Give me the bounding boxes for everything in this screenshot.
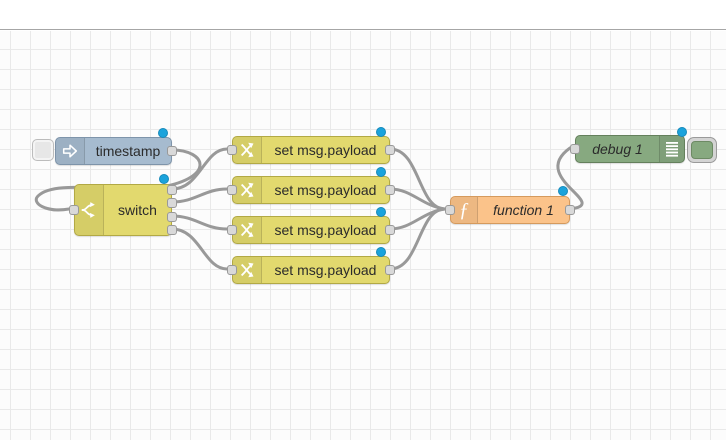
wire-function-debug[interactable] bbox=[556, 146, 584, 211]
port-function-in[interactable] bbox=[445, 205, 455, 215]
node-label: function 1 bbox=[493, 202, 554, 218]
flow-canvas[interactable]: timestamp switch bbox=[0, 31, 726, 440]
node-set-msg-payload-4[interactable]: set msg.payload bbox=[232, 256, 390, 284]
node-label: set msg.payload bbox=[274, 182, 377, 198]
port-switch-out-4[interactable] bbox=[167, 225, 177, 235]
changed-badge-change3 bbox=[376, 207, 386, 217]
changed-badge-function bbox=[558, 186, 568, 196]
arrow-right-icon bbox=[56, 138, 85, 164]
wire-switch4-change4[interactable] bbox=[170, 227, 229, 271]
node-set-msg-payload-2[interactable]: set msg.payload bbox=[232, 176, 390, 204]
node-label: set msg.payload bbox=[274, 222, 377, 238]
node-label: timestamp bbox=[95, 143, 161, 159]
port-debug-in[interactable] bbox=[570, 144, 580, 154]
debug-toggle-state bbox=[691, 141, 713, 159]
port-change1-out[interactable] bbox=[385, 145, 395, 155]
swap-arrows-icon bbox=[233, 217, 262, 243]
port-change1-in[interactable] bbox=[227, 145, 237, 155]
port-change2-out[interactable] bbox=[385, 185, 395, 195]
wire-switch1-change1[interactable] bbox=[170, 147, 229, 191]
port-change2-in[interactable] bbox=[227, 185, 237, 195]
swap-arrows-icon bbox=[233, 177, 262, 203]
changed-badge-change2 bbox=[376, 167, 386, 177]
inject-trigger-button[interactable] bbox=[32, 139, 54, 161]
workspace-header bbox=[0, 0, 726, 30]
node-function-1[interactable]: ƒ function 1 bbox=[450, 196, 570, 224]
changed-badge-switch bbox=[159, 174, 169, 184]
node-set-msg-payload-3[interactable]: set msg.payload bbox=[232, 216, 390, 244]
wire-switch3-change3[interactable] bbox=[170, 214, 229, 231]
node-label: set msg.payload bbox=[274, 142, 377, 158]
node-label: debug 1 bbox=[592, 141, 643, 157]
port-timestamp-out[interactable] bbox=[167, 146, 177, 156]
changed-badge-debug bbox=[677, 127, 687, 137]
node-set-msg-payload-1[interactable]: set msg.payload bbox=[232, 136, 390, 164]
wire-change4-function[interactable] bbox=[388, 207, 447, 271]
wire-change1-function[interactable] bbox=[388, 147, 447, 211]
wire-change2-function[interactable] bbox=[388, 187, 447, 211]
node-label: switch bbox=[118, 202, 157, 218]
changed-badge-change4 bbox=[376, 247, 386, 257]
changed-badge-timestamp bbox=[158, 128, 168, 138]
node-debug-1[interactable]: debug 1 bbox=[575, 135, 685, 163]
swap-arrows-icon bbox=[233, 257, 262, 283]
wire-switch2-change2[interactable] bbox=[170, 187, 229, 204]
port-switch-in[interactable] bbox=[69, 205, 79, 215]
port-change4-in[interactable] bbox=[227, 265, 237, 275]
node-timestamp[interactable]: timestamp bbox=[55, 137, 172, 165]
port-change3-in[interactable] bbox=[227, 225, 237, 235]
debug-toggle-button[interactable] bbox=[687, 137, 717, 163]
port-switch-out-1[interactable] bbox=[167, 185, 177, 195]
fork-icon bbox=[75, 185, 104, 235]
port-switch-out-3[interactable] bbox=[167, 212, 177, 222]
port-switch-out-2[interactable] bbox=[167, 198, 177, 208]
function-f-icon: ƒ bbox=[451, 197, 478, 223]
changed-badge-change1 bbox=[376, 127, 386, 137]
port-change4-out[interactable] bbox=[385, 265, 395, 275]
node-label: set msg.payload bbox=[274, 262, 377, 278]
port-function-out[interactable] bbox=[565, 205, 575, 215]
list-lines-icon bbox=[659, 136, 684, 162]
node-switch[interactable]: switch bbox=[74, 184, 172, 236]
swap-arrows-icon bbox=[233, 137, 262, 163]
port-change3-out[interactable] bbox=[385, 225, 395, 235]
